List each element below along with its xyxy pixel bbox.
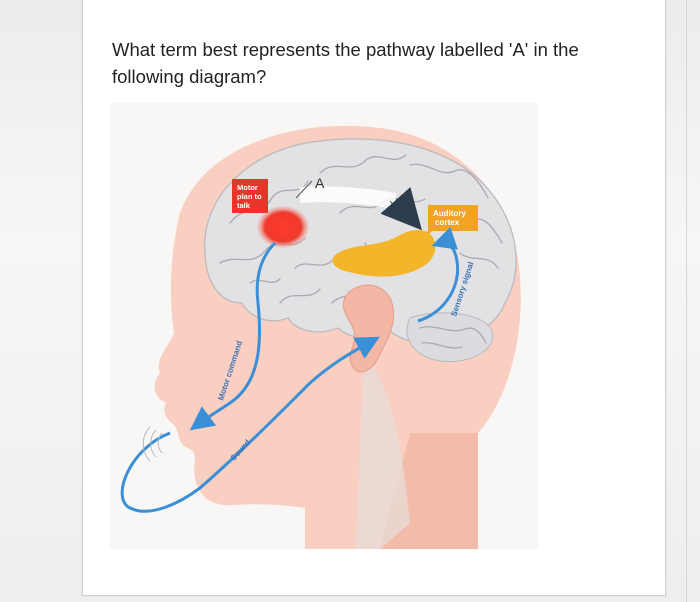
sound-waves-icon bbox=[142, 426, 163, 462]
motor-plan-label-box bbox=[232, 179, 268, 213]
page-edge-divider bbox=[686, 0, 687, 602]
motor-area-region bbox=[257, 206, 309, 248]
auditory-cortex-line-1: Auditory bbox=[433, 209, 466, 218]
pathway-a-letter: A bbox=[315, 175, 325, 191]
pathway-arrow-dark bbox=[380, 187, 422, 231]
pathway-a-tick-left bbox=[295, 180, 313, 199]
motor-plan-line-2: plan to bbox=[237, 192, 262, 201]
motor-plan-line-3: talk bbox=[237, 201, 251, 210]
motor-command-arrow bbox=[189, 241, 277, 431]
auditory-cortex-label-box bbox=[428, 205, 478, 231]
question-text: What term best represents the pathway la… bbox=[112, 39, 579, 87]
pathway-a-band bbox=[299, 186, 397, 209]
auditory-cortex-line-2: cortex bbox=[435, 218, 460, 227]
sound-arrow bbox=[120, 336, 380, 513]
auditory-cortex-region bbox=[332, 230, 436, 277]
cerebellum bbox=[406, 312, 494, 363]
sensory-signal-arrow bbox=[417, 226, 460, 323]
motor-plan-line-1: Motor bbox=[237, 183, 258, 192]
brain-speech-diagram: A Motor plan to talk Auditory cortex Mot… bbox=[110, 103, 538, 549]
spine-column bbox=[355, 353, 410, 549]
